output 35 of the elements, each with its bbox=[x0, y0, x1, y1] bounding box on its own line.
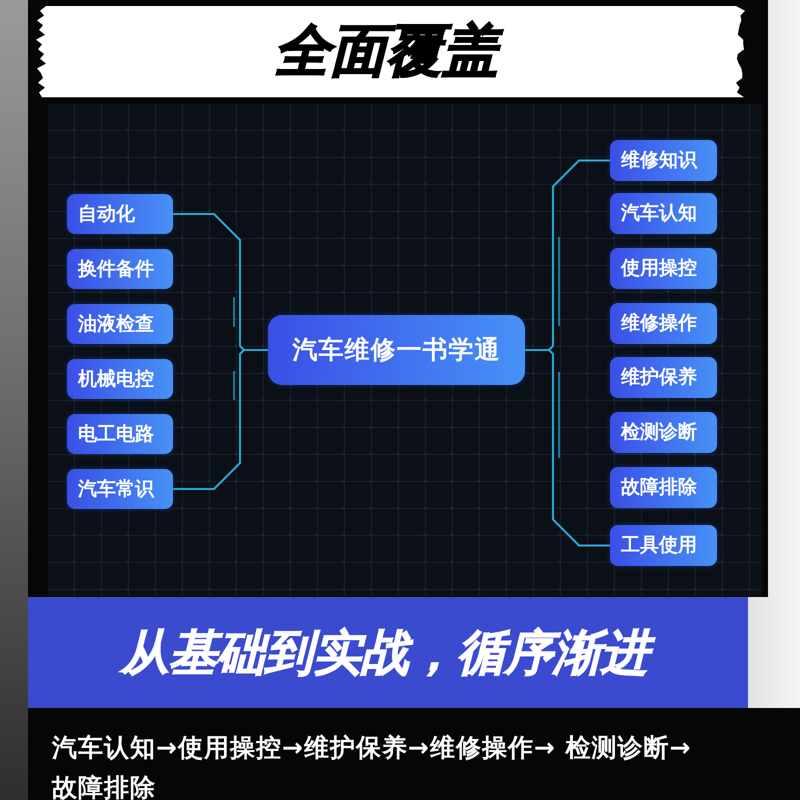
topic-label: 维护保养 bbox=[621, 366, 697, 389]
topic-box bbox=[610, 193, 717, 234]
connector-line bbox=[525, 349, 610, 546]
topic-label: 油液检查 bbox=[78, 312, 154, 336]
topic-label: 使用操控 bbox=[621, 257, 697, 280]
topic-box bbox=[67, 414, 173, 454]
topic-label: 维修知识 bbox=[621, 149, 697, 172]
topic-label: 电工电路 bbox=[78, 422, 154, 446]
sequence-text: 汽车认知→使用操控→维护保养→维修操作→ 检测诊断→故障排除 bbox=[52, 732, 692, 800]
topic-box bbox=[67, 304, 173, 344]
page-title: 全面覆盖 bbox=[268, 16, 510, 88]
topic-label: 汽车维修一书学通 bbox=[292, 335, 500, 365]
topic-box bbox=[67, 249, 173, 289]
topic-label: 自动化 bbox=[78, 202, 135, 226]
topic-box bbox=[610, 525, 717, 566]
topic-label: 检测诊断 bbox=[621, 421, 697, 444]
central-topic-box bbox=[268, 315, 525, 385]
topic-label: 汽车认知 bbox=[621, 202, 697, 225]
topic-label: 机械电控 bbox=[78, 368, 154, 390]
topic-box bbox=[610, 140, 717, 181]
topic-label: 故障排除 bbox=[621, 476, 697, 499]
topic-label: 换件备件 bbox=[78, 258, 154, 280]
topic-box bbox=[67, 469, 173, 509]
topic-box bbox=[67, 359, 173, 399]
topic-label: 汽车常识 bbox=[78, 478, 154, 500]
slogan-text: 从基础到实战，循序渐进 bbox=[115, 622, 661, 684]
connector-line bbox=[173, 349, 268, 490]
topic-box bbox=[610, 467, 717, 508]
topic-box bbox=[610, 412, 717, 453]
topic-box bbox=[610, 248, 717, 289]
topic-box bbox=[67, 194, 173, 234]
topic-label: 工具使用 bbox=[621, 534, 697, 557]
topic-box bbox=[610, 303, 717, 344]
topic-box bbox=[610, 357, 717, 398]
topic-label: 维修操作 bbox=[621, 312, 697, 335]
